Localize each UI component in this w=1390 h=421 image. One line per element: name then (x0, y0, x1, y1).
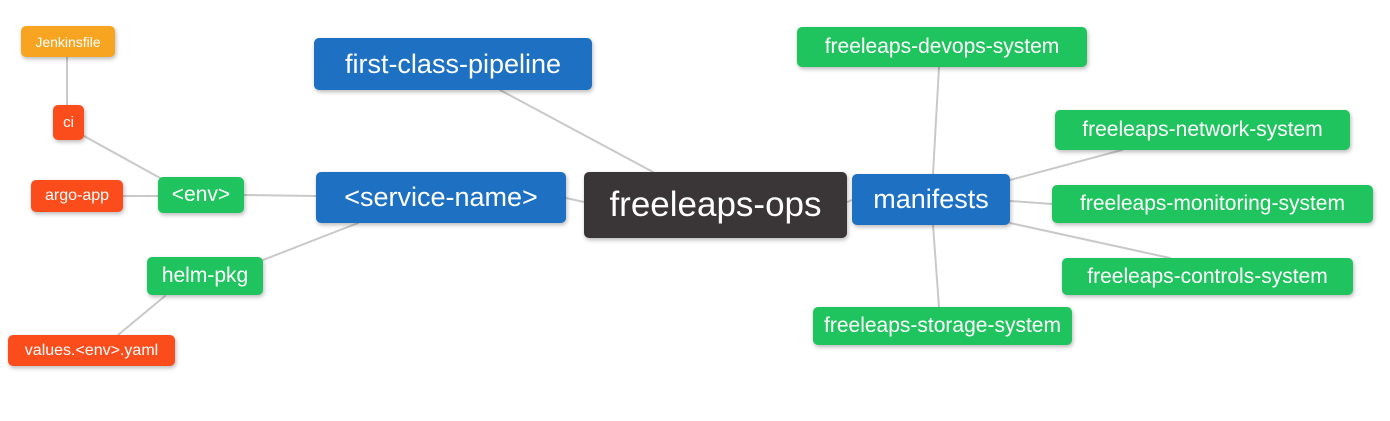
node-freeleaps-storage-system[interactable]: freeleaps-storage-system (813, 307, 1072, 345)
node-values-env-yaml[interactable]: values.<env>.yaml (8, 335, 175, 366)
node-ci[interactable]: ci (53, 105, 84, 140)
edge-manifests-controls-system (1009, 222, 1171, 259)
edge-service-name-ops (565, 197, 585, 203)
node-env[interactable]: <env> (158, 177, 244, 213)
node-service-name[interactable]: <service-name> (316, 172, 566, 223)
node-freeleaps-controls-system[interactable]: freeleaps-controls-system (1062, 258, 1353, 295)
node-freeleaps-devops-system[interactable]: freeleaps-devops-system (797, 27, 1087, 67)
edge-values-env-yaml-helm-pkg (117, 295, 166, 336)
edge-manifests-storage-system (932, 224, 940, 308)
edge-first-class-pipeline-ops (499, 89, 654, 173)
node-freeleaps-ops-root[interactable]: freeleaps-ops (584, 172, 847, 238)
node-jenkinsfile[interactable]: Jenkinsfile (21, 26, 115, 57)
edge-manifests-devops-system (932, 66, 940, 175)
node-manifests[interactable]: manifests (852, 174, 1010, 225)
edge-ci-env (83, 135, 161, 179)
node-first-class-pipeline[interactable]: first-class-pipeline (314, 38, 592, 90)
node-freeleaps-monitoring-system[interactable]: freeleaps-monitoring-system (1052, 185, 1373, 223)
edge-manifests-network-system (1009, 149, 1123, 181)
node-helm-pkg[interactable]: helm-pkg (147, 257, 263, 295)
edge-env-service-name (243, 194, 317, 197)
edge-helm-pkg-service-name (262, 222, 359, 261)
edge-manifests-monitoring-system (1009, 200, 1053, 205)
node-argo-app[interactable]: argo-app (31, 180, 123, 212)
edge-ops-manifests (846, 199, 853, 203)
node-freeleaps-network-system[interactable]: freeleaps-network-system (1055, 110, 1350, 150)
